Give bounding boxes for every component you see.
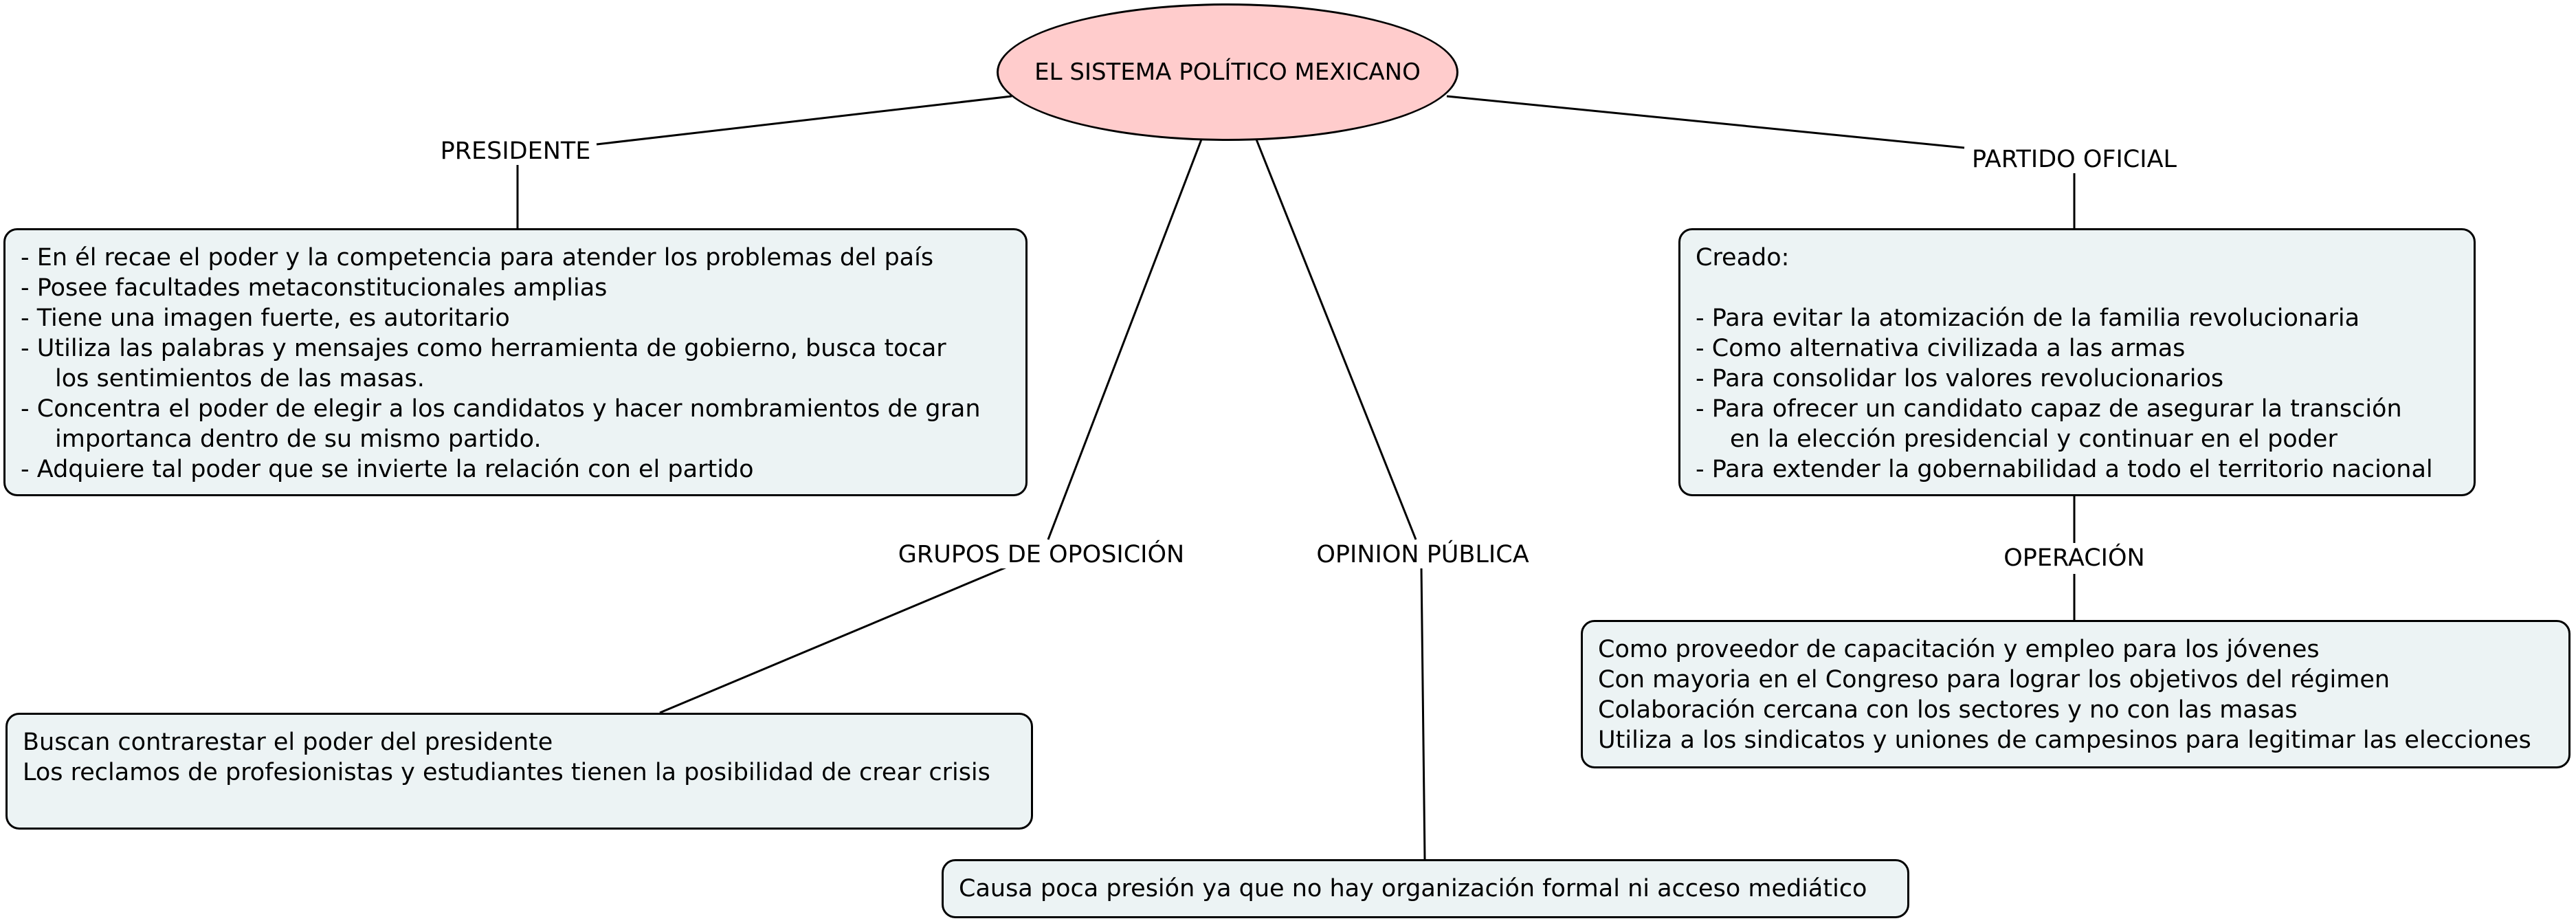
box-line: - Para consolidar los valores revolucion… — [1696, 365, 2224, 392]
root-title: EL SISTEMA POLÍTICO MEXICANO — [1034, 58, 1421, 86]
label-partido-oficial: PARTIDO OFICIAL — [1967, 146, 2181, 173]
box-line: - Para extender la gobernabilidad a todo… — [1696, 456, 2433, 483]
box-line: - Adquiere tal poder que se invierte la … — [21, 456, 754, 483]
label-grupos-oposicion: GRUPOS DE OPOSICIÓN — [893, 541, 1189, 568]
box-presidente: - En él recae el poder y la competencia … — [3, 228, 1028, 496]
box-opinion-publica: Causa poca presión ya que no hay organiz… — [942, 859, 1909, 918]
link-grupos-box — [659, 566, 1008, 714]
link-root-opinion — [1255, 139, 1417, 540]
box-line: Causa poca presión ya que no hay organiz… — [959, 875, 1867, 902]
box-line: importanca dentro de su mismo partido. — [55, 425, 542, 453]
box-line: Con mayoria en el Congreso para lograr l… — [1598, 666, 2390, 693]
box-line: Colaboración cercana con los sectores y … — [1598, 696, 2298, 724]
box-line-blank — [1696, 273, 2458, 303]
box-line: Creado: — [1696, 244, 1790, 271]
link-root-grupos — [1047, 139, 1203, 540]
box-line: Utiliza a los sindicatos y uniones de ca… — [1598, 726, 2531, 754]
box-line: - Como alternativa civilizada a las arma… — [1696, 335, 2186, 362]
box-line: - Tiene una imagen fuerte, es autoritari… — [21, 304, 510, 332]
box-partido-oficial: Creado: - Para evitar la atomización de … — [1678, 228, 2476, 496]
box-operacion: Como proveedor de capacitación y empleo … — [1581, 620, 2571, 768]
link-opinion-box — [1420, 566, 1426, 860]
link-root-presidente — [596, 95, 1012, 146]
box-line: en la elección presidencial y continuar … — [1730, 425, 2338, 453]
box-line: Buscan contrarestar el poder del preside… — [23, 729, 553, 756]
box-line: - Concentra el poder de elegir a los can… — [21, 395, 981, 423]
box-line: - Para ofrecer un candidato capaz de ase… — [1696, 395, 2402, 423]
box-line: - Posee facultades metaconstitucionales … — [21, 274, 608, 302]
box-line: - Utiliza las palabras y mensajes como h… — [21, 335, 946, 362]
root-node: EL SISTEMA POLÍTICO MEXICANO — [997, 3, 1458, 141]
label-presidente: PRESIDENTE — [436, 137, 595, 165]
box-grupos-oposicion: Buscan contrarestar el poder del preside… — [5, 713, 1033, 830]
label-opinion-publica: OPINION PÚBLICA — [1312, 541, 1533, 568]
label-operacion: OPERACIÓN — [1999, 544, 2149, 572]
box-line: los sentimientos de las masas. — [55, 365, 425, 392]
box-line: Como proveedor de capacitación y empleo … — [1598, 636, 2320, 663]
box-line: Los reclamos de profesionistas y estudia… — [23, 759, 990, 786]
link-root-partido — [1446, 95, 1965, 149]
box-line: - Para evitar la atomización de la famil… — [1696, 304, 2360, 332]
box-line: - En él recae el poder y la competencia … — [21, 244, 934, 271]
